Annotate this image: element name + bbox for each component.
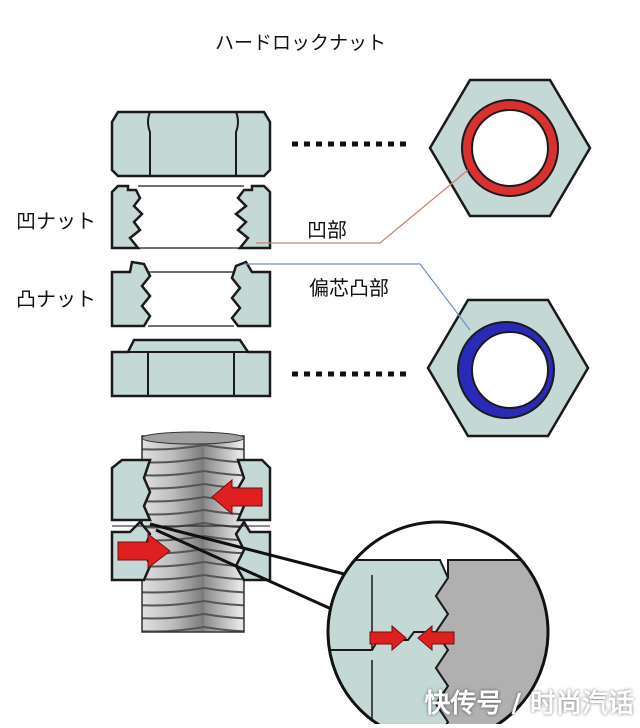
label-concave-part: 凹部 [307, 218, 347, 242]
red-arrow-icon [117, 532, 171, 570]
bottom-nut [110, 338, 272, 398]
convex-nut-diagram [110, 260, 272, 328]
callout-line-lower [155, 528, 339, 614]
leader-line-eccentric [244, 263, 471, 331]
hex-view-eccentric [426, 298, 590, 438]
hex-view-concave [428, 78, 592, 218]
red-arrow-icon [211, 478, 263, 516]
label-convex-nut: 凸ナット [16, 287, 96, 311]
leader-line-concave [256, 169, 469, 244]
label-eccentric-convex-part: 偏芯凸部 [309, 276, 389, 300]
watermark: 快传号 / 时尚汽话 [424, 689, 634, 719]
callout-line-upper [149, 522, 349, 577]
concave-nut-diagram [110, 184, 272, 250]
diagram-title: ハードロックナット [215, 32, 387, 54]
assembled-bolt [110, 431, 272, 633]
label-concave-nut: 凹ナット [16, 209, 96, 233]
top-nut [110, 110, 272, 178]
